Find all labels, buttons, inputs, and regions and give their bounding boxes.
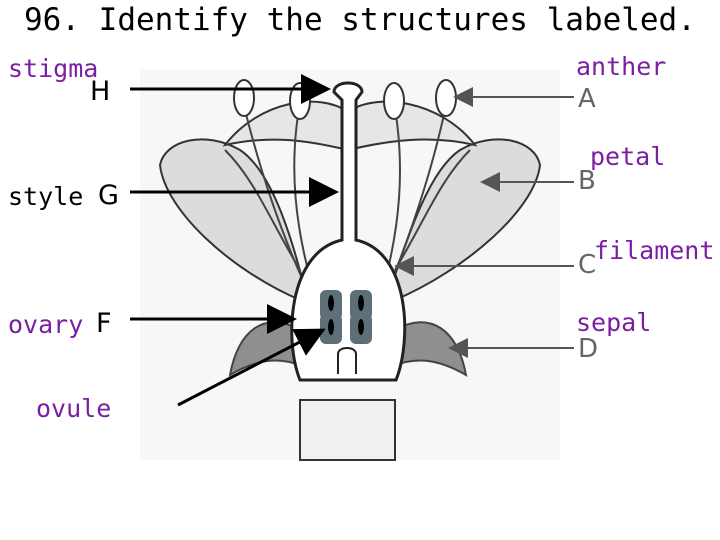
label-c: C bbox=[578, 250, 597, 280]
label-g: G bbox=[98, 180, 119, 211]
sepal-right bbox=[391, 321, 468, 377]
ovary-base-notch bbox=[337, 347, 357, 374]
style-answer: style bbox=[8, 182, 84, 211]
petal-right bbox=[388, 138, 542, 302]
label-f: F bbox=[96, 308, 112, 339]
petal-answer: petal bbox=[590, 142, 666, 171]
ovary-answer: ovary bbox=[8, 310, 84, 339]
label-d: D bbox=[578, 334, 599, 364]
label-b: B bbox=[578, 166, 596, 196]
sepal-answer: sepal bbox=[576, 308, 652, 337]
label-a: A bbox=[578, 84, 596, 114]
filament-answer: filament bbox=[594, 236, 715, 265]
petal-left bbox=[158, 138, 307, 302]
ovules bbox=[320, 290, 372, 344]
arrow-e bbox=[177, 328, 326, 407]
stigma-answer: stigma bbox=[8, 54, 99, 83]
ovule-answer: ovule bbox=[36, 394, 112, 423]
label-h: H bbox=[90, 76, 111, 107]
filaments bbox=[224, 109, 471, 286]
anther-answer: anther bbox=[576, 52, 667, 81]
slide-title: 96. Identify the structures labeled. bbox=[24, 2, 696, 38]
receptacle bbox=[299, 399, 396, 461]
